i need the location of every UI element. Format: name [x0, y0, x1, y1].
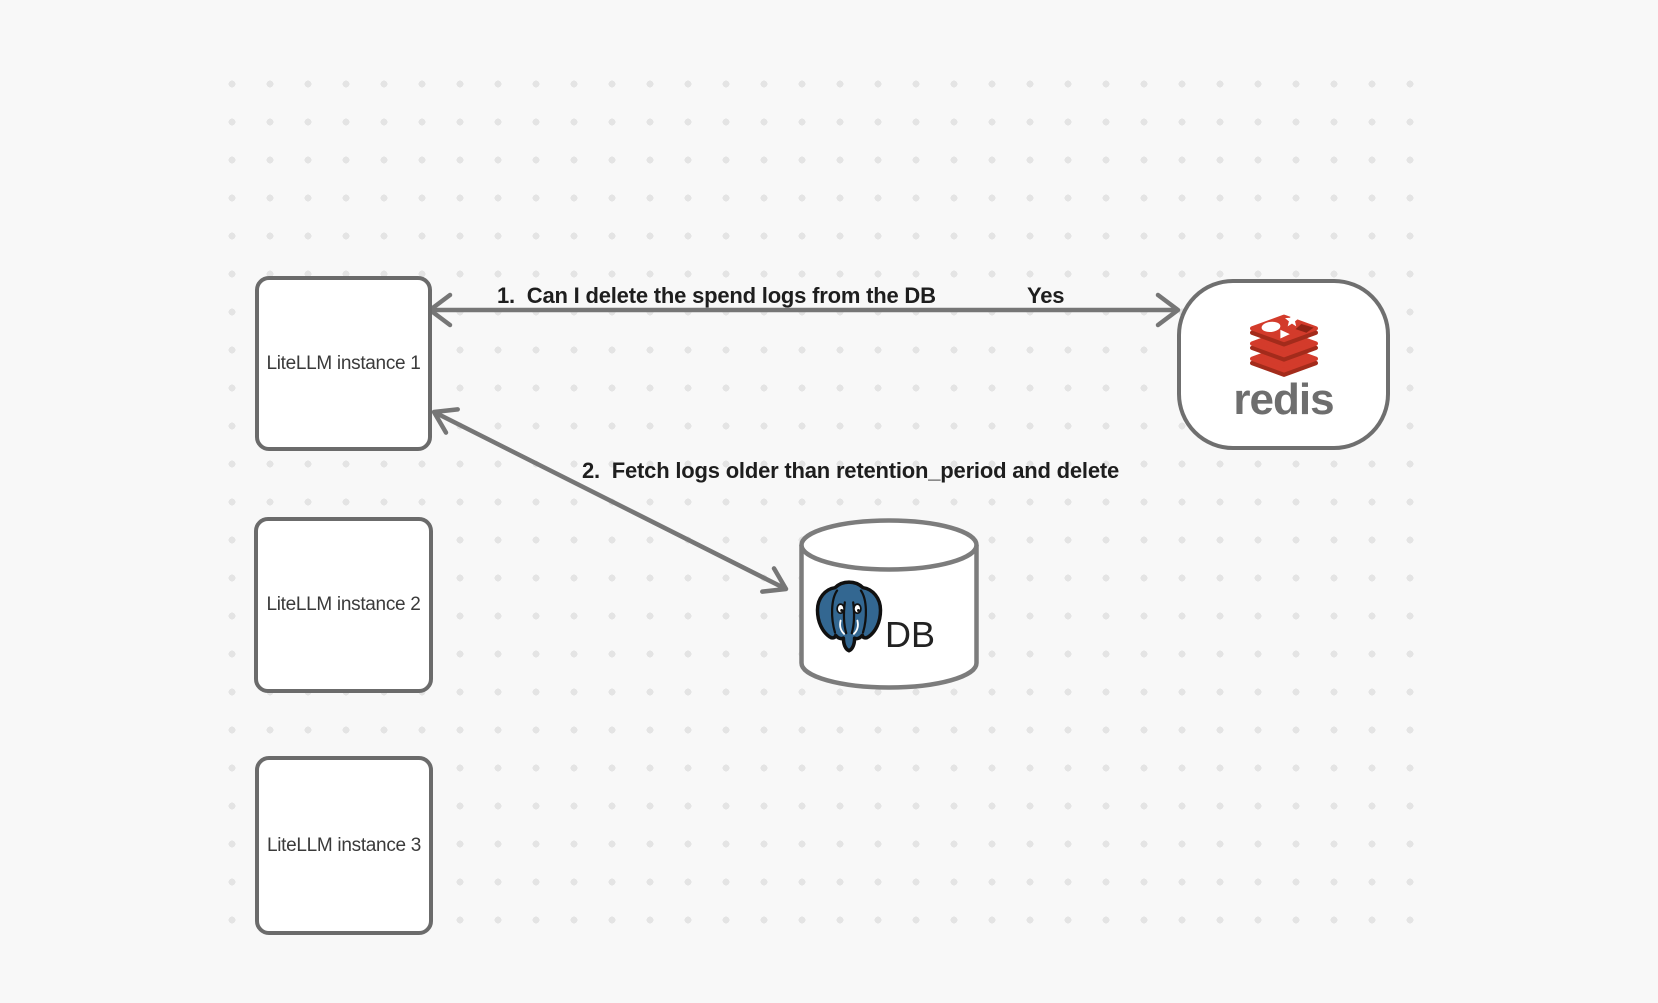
db-label: DB [885, 614, 935, 655]
redis-node: redis [1177, 279, 1390, 450]
redis-wordmark: redis [1233, 374, 1334, 424]
edge-1-response-label: Yes [1027, 283, 1065, 308]
litellm-instance-1-label: LiteLLM instance 1 [266, 352, 421, 374]
edge-2-label: 2. Fetch logs older than retention_perio… [582, 458, 1120, 483]
litellm-instance-3-label: LiteLLM instance 3 [266, 834, 422, 856]
edge-1-label: 1. Can I delete the spend logs from the … [497, 283, 936, 308]
litellm-instance-2-box: LiteLLM instance 2 [254, 517, 433, 693]
redis-stack-icon [1249, 312, 1318, 377]
db-cylinder: DB [799, 518, 979, 690]
litellm-instance-3-box: LiteLLM instance 3 [255, 756, 433, 935]
litellm-instance-2-label: LiteLLM instance 2 [266, 594, 421, 615]
postgresql-elephant-icon [815, 580, 883, 653]
litellm-instance-1-box: LiteLLM instance 1 [255, 276, 432, 451]
cylinder-shape [799, 518, 979, 690]
